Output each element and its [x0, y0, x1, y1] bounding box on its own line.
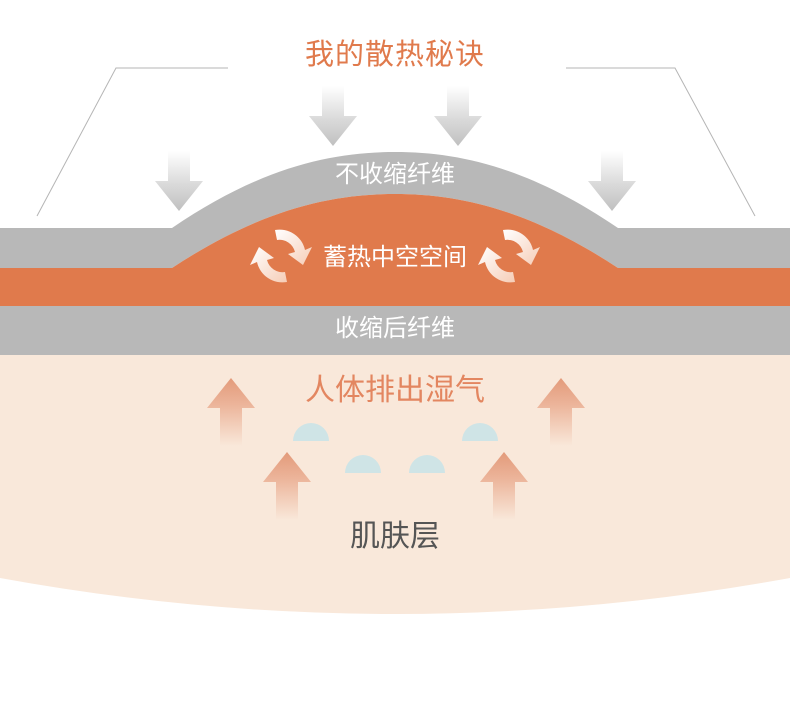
arrow-down-icon	[155, 151, 203, 211]
arrow-down-icon	[434, 86, 482, 146]
arrow-down-icon	[588, 151, 636, 211]
inner-fiber-label: 收缩后纤维	[335, 314, 455, 342]
skin-layer	[0, 355, 790, 614]
outer-fiber-label: 不收缩纤维	[335, 160, 455, 188]
bracket-line-right	[566, 67, 756, 217]
moisture-label: 人体排出湿气	[305, 373, 485, 408]
skin-layer-label: 肌肤层	[350, 519, 440, 554]
bracket-line-left	[36, 67, 228, 217]
hollow-space-label: 蓄热中空空间	[323, 243, 467, 271]
diagram-title: 我的散热秘诀	[304, 37, 486, 71]
hollow-space-layer	[0, 194, 790, 306]
arrow-down-icon	[309, 86, 357, 146]
outer-fiber-layer	[0, 152, 790, 268]
inner-fiber-layer	[0, 306, 790, 355]
